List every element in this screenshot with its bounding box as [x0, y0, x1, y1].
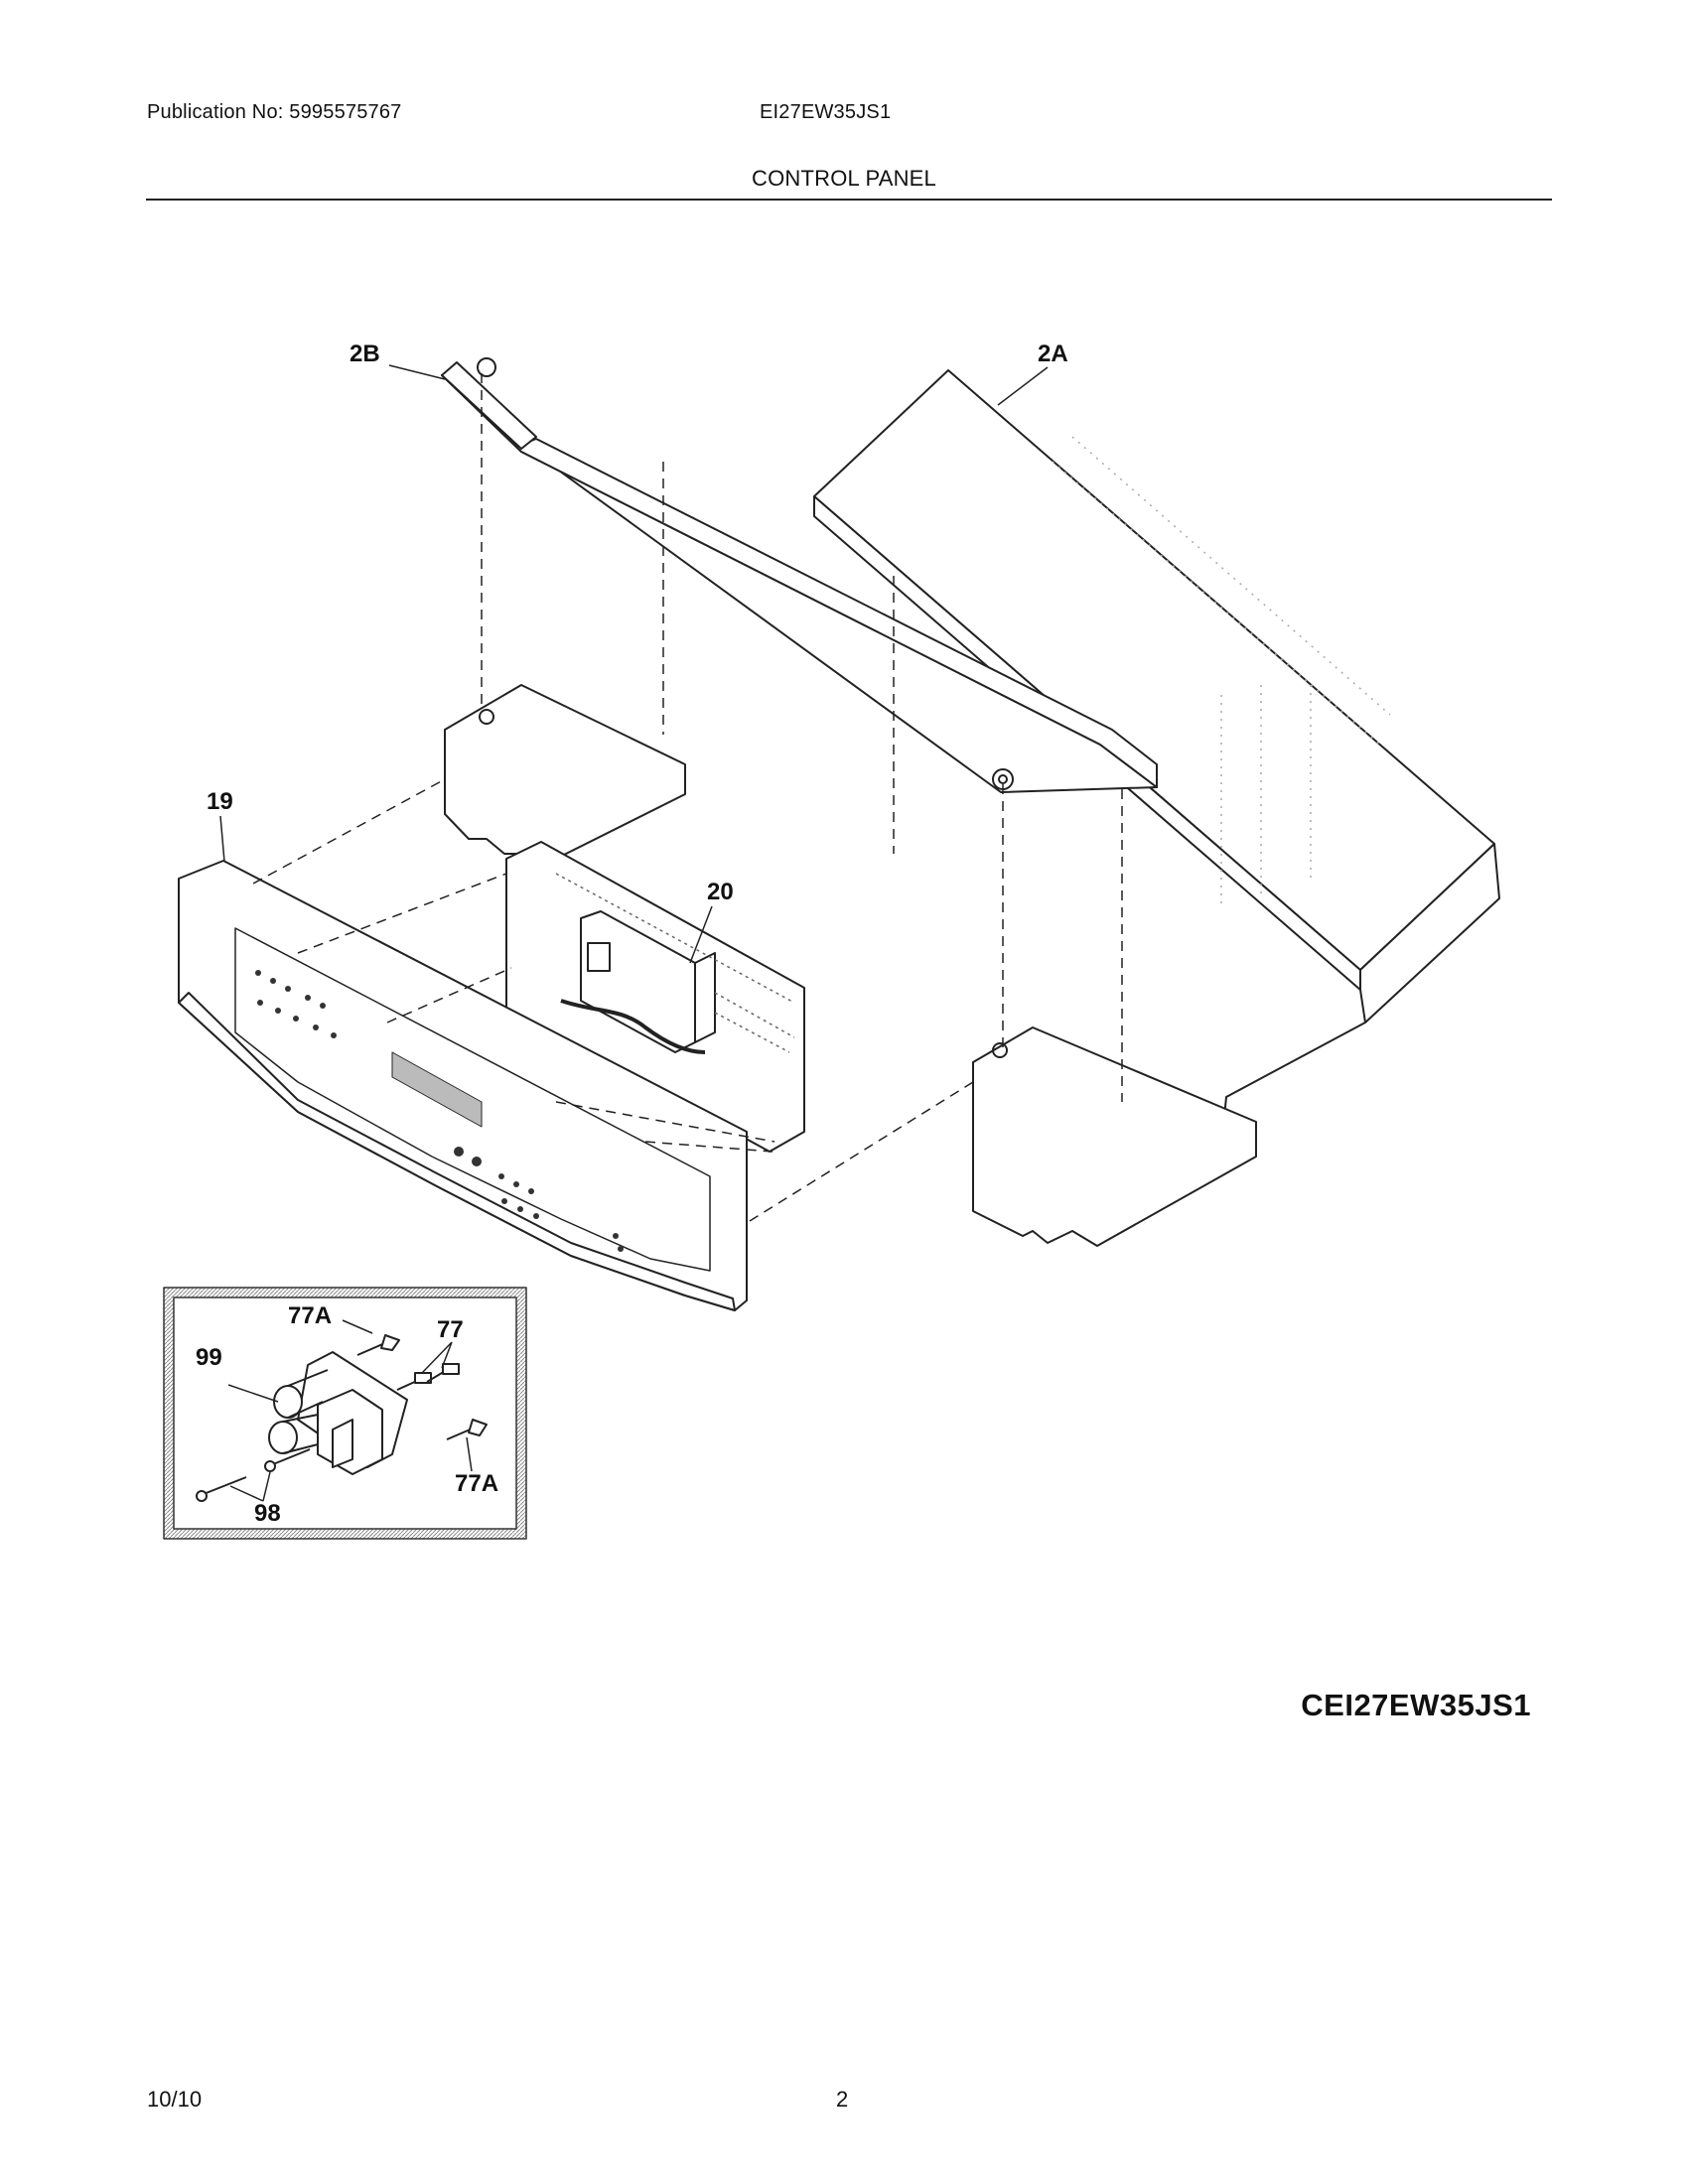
top-cover-2a — [813, 369, 1500, 1128]
inset-detail-box — [163, 1287, 527, 1540]
callout-20: 20 — [707, 879, 734, 905]
left-bracket — [444, 684, 686, 875]
publication-number: Publication No: 5995575767 — [147, 101, 402, 123]
callout-2a: 2A — [1038, 341, 1068, 367]
section-title: CONTROL PANEL — [752, 166, 936, 191]
header-rule — [146, 199, 1552, 201]
right-bracket — [972, 1026, 1257, 1247]
callout-98: 98 — [254, 1500, 281, 1527]
assembly-guide-lines — [252, 373, 1123, 1222]
diagram-id: CEI27EW35JS1 — [1301, 1688, 1531, 1722]
page-number: 2 — [836, 2087, 849, 2112]
callout-77a-bottom: 77A — [455, 1470, 498, 1497]
callout-2b: 2B — [350, 341, 380, 367]
callout-99: 99 — [196, 1344, 222, 1371]
footer-date: 10/10 — [147, 2087, 203, 2112]
control-panel-bezel-19 — [178, 860, 748, 1311]
callout-leaders — [219, 364, 1049, 964]
model-number: EI27EW35JS1 — [760, 101, 892, 123]
callout-77: 77 — [437, 1316, 464, 1343]
front-panel-2b — [441, 357, 1158, 793]
callout-77a-top: 77A — [288, 1302, 332, 1329]
control-board-20 — [505, 841, 805, 1153]
callout-19: 19 — [207, 788, 233, 815]
